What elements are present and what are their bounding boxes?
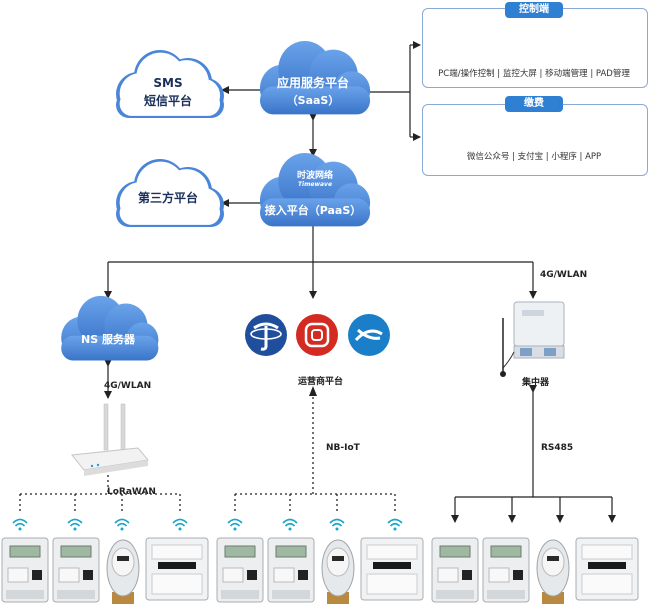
control-panel-title: 控制端 bbox=[505, 2, 563, 18]
paas-logo-subtext: Timewave bbox=[297, 181, 333, 188]
china-telecom-logo bbox=[245, 314, 287, 356]
wifi-icon bbox=[67, 518, 83, 531]
electric-meter bbox=[482, 537, 530, 603]
payment-panel-title: 缴费 bbox=[505, 96, 563, 112]
control-panel-caption: PC端/操作控制 | 监控大屏 | 移动端管理 | PAD管理 bbox=[438, 69, 630, 79]
electric-meter bbox=[52, 537, 100, 603]
concentrator-label: 集中器 bbox=[522, 378, 550, 388]
wifi-icon bbox=[282, 518, 298, 531]
water-meter bbox=[321, 539, 355, 604]
wifi-signal-icons bbox=[12, 518, 403, 531]
wifi-icon bbox=[387, 518, 403, 531]
electric-meter bbox=[1, 537, 49, 603]
paas-logo-text: 时波网络 bbox=[296, 171, 333, 181]
payment-panel bbox=[422, 104, 648, 176]
ns-server-cloud bbox=[61, 295, 159, 361]
lora-dotted-fan bbox=[19, 470, 181, 512]
sms-cloud-label-1: SMS bbox=[153, 76, 183, 90]
gas-meter bbox=[360, 537, 424, 601]
electric-meter bbox=[267, 537, 315, 603]
china-mobile-logo bbox=[348, 314, 390, 356]
paas-cloud-label: 接入平台（PaaS） bbox=[264, 204, 362, 217]
nbiot-dotted-fan bbox=[234, 493, 396, 512]
operator-platform-label: 运营商平台 bbox=[298, 377, 344, 387]
rs485-fan bbox=[451, 496, 616, 523]
nbiot-label: NB-IoT bbox=[326, 443, 360, 453]
wifi-icon bbox=[172, 518, 188, 531]
wifi-icon bbox=[12, 518, 28, 531]
meter-row bbox=[1, 537, 639, 604]
gas-meter bbox=[575, 537, 639, 601]
ns-server-cloud-label: NS 服务器 bbox=[81, 333, 135, 346]
saas-cloud-label-1: 应用服务平台 bbox=[276, 76, 349, 90]
rs485-label: RS485 bbox=[541, 443, 574, 453]
lora-uplink-label: 4G/WLAN bbox=[104, 381, 152, 391]
electric-meter bbox=[431, 537, 479, 603]
wifi-icon bbox=[329, 518, 345, 531]
sms-cloud-label-2: 短信平台 bbox=[143, 94, 192, 108]
lora-gateway-device bbox=[71, 403, 149, 476]
china-unicom-logo bbox=[296, 314, 338, 356]
saas-cloud-label-2: （SaaS） bbox=[286, 94, 340, 107]
third-party-cloud-label: 第三方平台 bbox=[137, 191, 198, 205]
payment-panel-caption: 微信公众号 | 支付宝 | 小程序 | APP bbox=[466, 152, 602, 162]
wifi-icon bbox=[114, 518, 130, 531]
wifi-icon bbox=[227, 518, 243, 531]
nbiot-arrowhead bbox=[309, 386, 317, 396]
water-meter bbox=[106, 539, 140, 604]
gas-meter bbox=[145, 537, 209, 601]
lorawan-label: LoRaWAN bbox=[107, 487, 156, 497]
concentrator-device bbox=[500, 301, 565, 377]
electric-meter bbox=[216, 537, 264, 603]
concentrator-uplink-label: 4G/WLAN bbox=[540, 270, 588, 280]
water-meter bbox=[536, 539, 570, 604]
